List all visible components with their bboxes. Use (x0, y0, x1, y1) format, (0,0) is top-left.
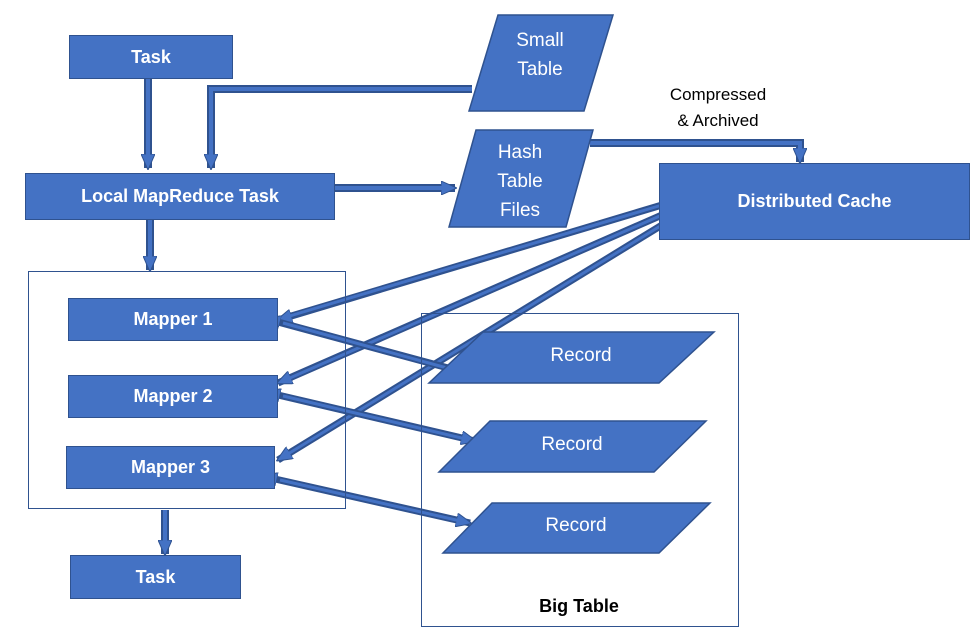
hash-table-line-3: Files (499, 200, 541, 221)
hash-table-files-label: Hash Table Files (470, 138, 570, 225)
big-table-title: Big Table (539, 596, 619, 616)
mappers-container (28, 271, 346, 509)
local-mapreduce-task-box: Local MapReduce Task (25, 173, 335, 220)
mapper-2-box: Mapper 2 (68, 375, 278, 418)
small-table-line-1: Small (516, 30, 564, 51)
big-table-container (421, 313, 739, 627)
mapper-1-box: Mapper 1 (68, 298, 278, 341)
arrow-mapper-1-record-1 (278, 322, 463, 372)
record-1-label: Record (550, 345, 612, 366)
small-table-shape (467, 14, 615, 112)
arrow-mapper-2-record-2 (278, 395, 475, 441)
record-1-shape (427, 331, 716, 384)
record-3-label: Record (545, 515, 607, 536)
compressed-archived-label: Compressed & Archived (648, 82, 788, 134)
distributed-cache-box: Distributed Cache (659, 163, 970, 240)
arrow-cache-to-mapper-1 (278, 201, 664, 324)
arrow-smalltable-to-local (211, 85, 472, 168)
record-2-label: Record (541, 434, 603, 455)
hash-table-line-1: Hash (497, 142, 543, 163)
arrow-mapper-3-record-3 (275, 479, 470, 523)
small-table-line-2: Table (517, 59, 563, 80)
compressed-line-2: & Archived (677, 111, 759, 130)
hash-table-line-2: Table (497, 171, 543, 192)
mapper-3-box: Mapper 3 (66, 446, 275, 489)
task-bottom-box: Task (70, 555, 241, 599)
small-table-label: Small Table (490, 26, 590, 84)
record-2-shape (437, 420, 708, 473)
compressed-line-1: Compressed (669, 85, 767, 104)
hash-table-files-shape (448, 129, 594, 228)
arrow-hashtable-to-cache (590, 139, 800, 162)
record-3-shape (441, 502, 712, 554)
task-top-box: Task (69, 35, 233, 79)
